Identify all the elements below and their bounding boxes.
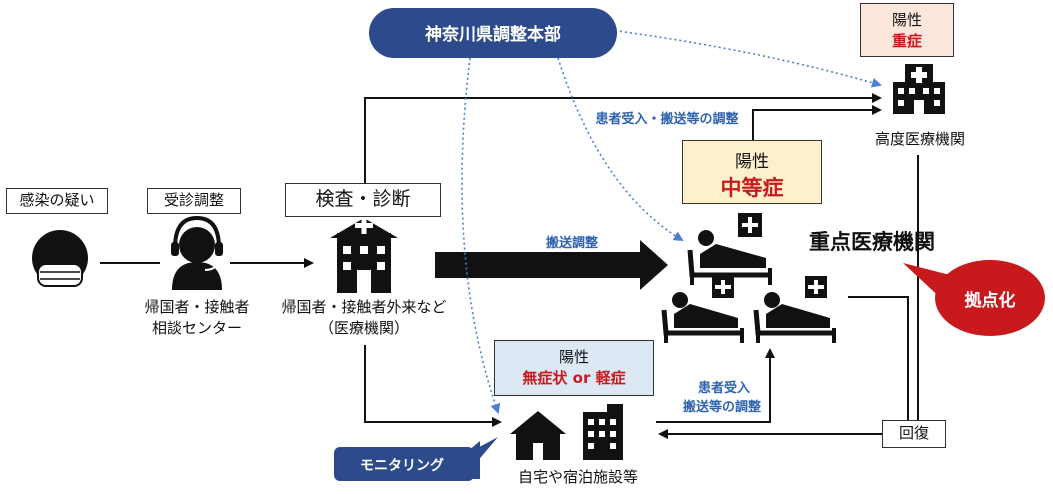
exam-box: 検査・診断 (285, 183, 441, 217)
advanced-hospital-label: 高度医療機関 (874, 130, 965, 148)
patient-accept-bottom-line2: 搬送等の調整 (682, 400, 761, 415)
consult-center-line2: 相談センター (151, 319, 242, 337)
positive-label: 陽性 (558, 348, 589, 366)
severe-status-box: 陽性 重症 (860, 3, 954, 57)
line-moderate-to-advanced (752, 105, 882, 140)
hospital-bed-icon (687, 213, 772, 285)
patient-accept-top-label: 患者受入・搬送等の調整 (595, 112, 739, 127)
dotted-hq-to-advanced (609, 29, 882, 88)
recovery-box: 回復 (882, 420, 946, 448)
facility-building-icon (583, 404, 623, 460)
exam-clinic-line1: 帰国者・接触者外来など (281, 298, 447, 316)
positive-label: 陽性 (735, 152, 769, 172)
arrow-exam-to-home (364, 345, 502, 427)
exam-clinic-line2: （医療機関） (318, 319, 409, 337)
consult-center-line1: 帰国者・接触者 (144, 298, 250, 316)
home-facility-label: 自宅や宿泊施設等 (517, 468, 638, 486)
suspected-box: 感染の疑い (6, 188, 108, 214)
dotted-hq-to-priority (557, 57, 684, 242)
arrow-home-to-priority (656, 348, 775, 423)
hub-callout (935, 260, 1045, 336)
mild-label: 無症状 or 軽症 (522, 369, 626, 387)
transport-adjust-label: 搬送調整 (545, 236, 598, 251)
hub-label: 拠点化 (964, 291, 1016, 311)
monitoring-label: モニタリング (360, 458, 444, 474)
patient-accept-bottom-line1: 患者受入 (697, 381, 750, 396)
big-transport-arrow (435, 240, 668, 290)
clinic-building-icon (330, 217, 398, 293)
dotted-hq-to-home (461, 57, 501, 414)
severe-label: 重症 (891, 32, 922, 50)
hospital-bed-icon (753, 276, 836, 343)
advanced-hospital-icon (893, 64, 945, 114)
moderate-status-box: 陽性 中等症 (682, 140, 822, 204)
suspect-person-icon (32, 230, 88, 287)
line-priority-to-recovery (848, 296, 909, 420)
headset-operator-icon (171, 215, 223, 290)
positive-label: 陽性 (891, 11, 922, 29)
consult-box: 受診調整 (147, 188, 241, 214)
hq-label: 神奈川県調整本部 (425, 25, 561, 45)
priority-hospital-label: 重点医療機関 (809, 230, 935, 254)
moderate-label: 中等症 (720, 176, 784, 200)
mild-status-box: 陽性 無症状 or 軽症 (494, 340, 654, 396)
home-icon (510, 411, 566, 460)
hospital-bed-icon (661, 276, 744, 343)
arrow-exam-to-advanced (364, 93, 882, 183)
hq-box (369, 8, 617, 58)
